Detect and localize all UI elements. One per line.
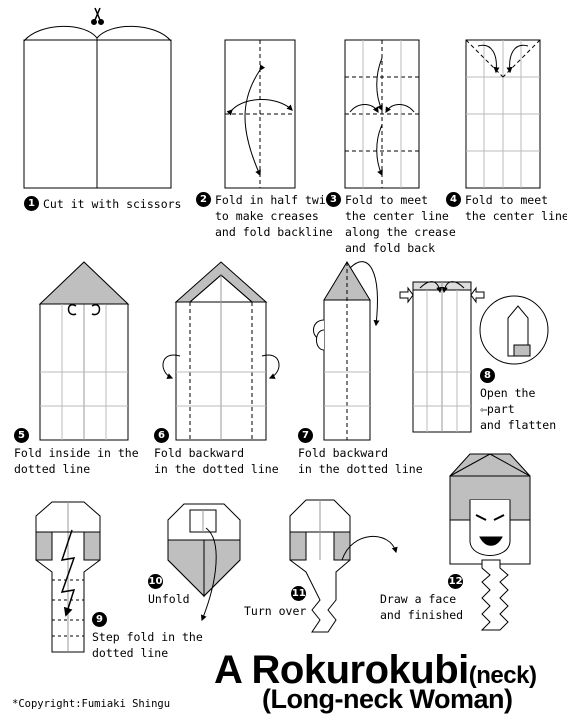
step3-figure xyxy=(344,39,420,189)
step6-figure xyxy=(162,261,280,441)
step7-figure xyxy=(313,261,380,441)
step-number: 5 xyxy=(14,428,29,443)
title-main: A Rokurokubi xyxy=(214,648,469,692)
step-number: 4 xyxy=(446,192,461,207)
step10-figure xyxy=(167,503,241,622)
copyright: *Copyright:Fumiaki Shingu xyxy=(12,698,171,710)
step-number: 12 xyxy=(448,574,464,589)
step-12-caption: 12 Draw a face and finished xyxy=(380,574,464,623)
step-9-caption: 9 Step fold in the dotted line xyxy=(92,612,203,661)
step-number: 10 xyxy=(148,574,163,589)
step-1-caption: 1 Cut it with scissors xyxy=(24,196,181,212)
step12-figure xyxy=(449,453,531,631)
step-text: Step fold in the dotted line xyxy=(92,630,203,660)
step-number: 8 xyxy=(480,368,495,383)
step8-figure xyxy=(399,281,549,433)
step-number: 1 xyxy=(24,196,39,211)
step-number: 11 xyxy=(291,586,307,601)
step9-figure xyxy=(35,501,101,653)
step5-figure xyxy=(38,261,130,441)
step-text: Fold inside in the dotted line xyxy=(14,446,139,476)
step-text: Draw a face and finished xyxy=(380,592,464,622)
step-4-caption: 4 Fold to meet the center line xyxy=(446,192,567,224)
step2-figure xyxy=(224,39,296,189)
step-text: Open the ⇦part and flatten xyxy=(480,386,557,432)
step-text: Turn over xyxy=(244,604,307,618)
step-10-caption: 10 Unfold xyxy=(148,574,190,607)
step-text: Unfold xyxy=(148,592,190,606)
page-title: A Rokurokubi(neck) xyxy=(214,648,537,693)
step-6-caption: 6 Fold backward in the dotted line xyxy=(154,428,279,477)
step-number: 7 xyxy=(298,428,313,443)
step-number: 2 xyxy=(196,192,211,207)
step-7-caption: 7 Fold backward in the dotted line xyxy=(298,428,423,477)
step-5-caption: 5 Fold inside in the dotted line xyxy=(14,428,139,477)
title-suffix: (neck) xyxy=(468,662,537,689)
step-number: 3 xyxy=(326,192,341,207)
step-text: Cut it with scissors xyxy=(43,197,182,211)
step-8-caption: 8 Open the ⇦part and flatten xyxy=(480,368,556,433)
page-subtitle: (Long-neck Woman) xyxy=(262,684,513,714)
step1-figure xyxy=(23,7,172,189)
step-text: Fold backward in the dotted line xyxy=(298,446,423,476)
step-text: Fold backward in the dotted line xyxy=(154,446,279,476)
step-number: 6 xyxy=(154,428,169,443)
step-2-caption: 2 Fold in half twice to make creases and… xyxy=(196,192,340,240)
step-3-caption: 3 Fold to meet the center line along the… xyxy=(326,192,456,256)
step4-figure xyxy=(465,39,541,189)
step11-figure xyxy=(289,499,398,633)
step-text: Fold in half twice to make creases and f… xyxy=(215,193,340,239)
step-text: Fold to meet the center line xyxy=(465,193,567,223)
scissors-icon xyxy=(91,7,104,25)
step-text: Fold to meet the center line along the c… xyxy=(345,193,456,255)
step-11-caption: 11 Turn over xyxy=(244,586,307,619)
step-number: 9 xyxy=(92,612,107,627)
